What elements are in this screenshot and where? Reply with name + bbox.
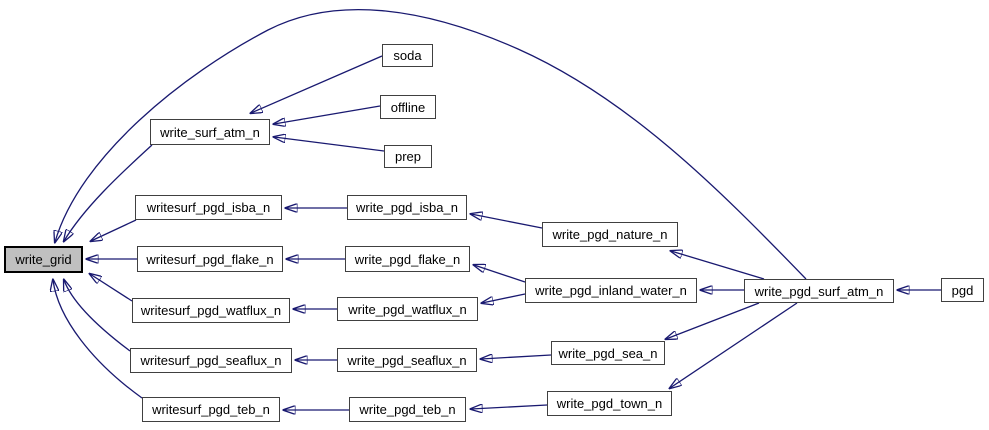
node-writesurf_pgd_watflux_n[interactable]: writesurf_pgd_watflux_n	[132, 298, 290, 323]
edge-write_pgd_nature_n-write_pgd_isba_n	[471, 214, 543, 229]
node-write_pgd_inland_water_n[interactable]: write_pgd_inland_water_n	[525, 278, 697, 303]
edge-write_pgd_surf_atm_n-write_pgd_sea_n	[666, 302, 760, 339]
node-write_grid[interactable]: write_grid	[4, 246, 83, 273]
edge-write_pgd_sea_n-write_pgd_seaflux_n	[481, 355, 552, 359]
node-write_pgd_surf_atm_n[interactable]: write_pgd_surf_atm_n	[744, 279, 894, 303]
edge-write_pgd_inland_water_n-write_pgd_flake_n	[474, 265, 526, 283]
node-pgd[interactable]: pgd	[941, 278, 984, 302]
edge-writesurf_pgd_isba_n-write_grid	[91, 219, 137, 241]
edge-prep-write_surf_atm_n	[274, 137, 385, 152]
node-write_pgd_isba_n[interactable]: write_pgd_isba_n	[347, 195, 467, 220]
edge-writesurf_pgd_seaflux_n-write_grid	[64, 280, 131, 352]
edge-write_pgd_inland_water_n-write_pgd_watflux_n	[482, 293, 526, 303]
node-writesurf_pgd_isba_n[interactable]: writesurf_pgd_isba_n	[135, 195, 282, 220]
node-writesurf_pgd_flake_n[interactable]: writesurf_pgd_flake_n	[137, 246, 283, 272]
node-writesurf_pgd_teb_n[interactable]: writesurf_pgd_teb_n	[142, 397, 280, 422]
edge-write_surf_atm_n-write_grid	[64, 144, 153, 241]
node-soda[interactable]: soda	[382, 44, 433, 67]
edge-write_pgd_surf_atm_n-write_grid	[55, 9, 807, 280]
edge-writesurf_pgd_teb_n-write_grid	[53, 280, 143, 399]
node-write_pgd_flake_n[interactable]: write_pgd_flake_n	[345, 246, 470, 272]
edge-write_pgd_surf_atm_n-write_pgd_town_n	[670, 302, 798, 388]
node-writesurf_pgd_seaflux_n[interactable]: writesurf_pgd_seaflux_n	[130, 348, 292, 373]
edge-write_pgd_town_n-write_pgd_teb_n	[471, 405, 548, 409]
node-offline[interactable]: offline	[380, 95, 436, 119]
node-write_pgd_sea_n[interactable]: write_pgd_sea_n	[551, 341, 665, 365]
node-write_pgd_nature_n[interactable]: write_pgd_nature_n	[542, 222, 678, 247]
node-write_surf_atm_n[interactable]: write_surf_atm_n	[150, 119, 270, 145]
node-write_pgd_seaflux_n[interactable]: write_pgd_seaflux_n	[337, 348, 477, 372]
edge-writesurf_pgd_watflux_n-write_grid	[90, 274, 133, 302]
node-write_pgd_teb_n[interactable]: write_pgd_teb_n	[349, 397, 466, 422]
edge-write_pgd_surf_atm_n-write_pgd_nature_n	[671, 251, 765, 280]
node-prep[interactable]: prep	[384, 145, 432, 168]
edge-offline-write_surf_atm_n	[274, 105, 381, 124]
node-write_pgd_watflux_n[interactable]: write_pgd_watflux_n	[337, 297, 478, 321]
node-write_pgd_town_n[interactable]: write_pgd_town_n	[547, 391, 672, 416]
edge-soda-write_surf_atm_n	[251, 55, 383, 113]
